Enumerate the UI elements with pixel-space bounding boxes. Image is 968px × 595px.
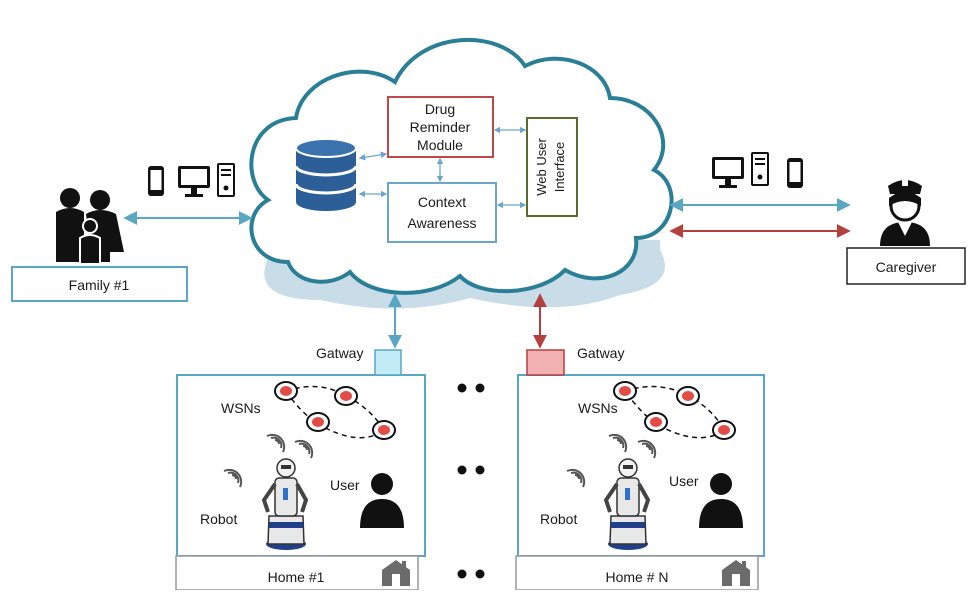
wsn-node <box>712 420 736 440</box>
home-n-footer <box>515 555 759 591</box>
computer-tower-icon <box>217 163 235 197</box>
wsn-node <box>372 420 396 440</box>
database-icon <box>294 138 358 211</box>
robot-label: Robot <box>200 511 237 527</box>
web-ui-line-2: Interface <box>552 142 567 193</box>
wsn-node <box>306 412 330 432</box>
gateway-1 <box>374 349 402 376</box>
home-n-title: Home # N <box>605 569 668 585</box>
drug-reminder-line-1: Drug <box>425 101 455 117</box>
drug-reminder-line-3: Module <box>417 137 463 153</box>
wsn-node <box>334 386 358 406</box>
user-label: User <box>669 473 699 489</box>
cloud <box>249 37 674 295</box>
gateway-n-label: Gatway <box>577 345 624 361</box>
wsns-label: WSNs <box>578 400 618 416</box>
caregiver-label-box: Caregiver <box>846 247 966 285</box>
context-awareness-module: Context Awareness <box>387 182 497 243</box>
phone-icon <box>148 166 164 196</box>
home-1: Gatway WSNs Robot User Home #1 <box>175 345 426 591</box>
wsn-node <box>613 381 637 401</box>
gateway-1-label: Gatway <box>316 345 363 361</box>
family-label: Family #1 <box>69 277 130 293</box>
wsn-node <box>644 412 668 432</box>
ellipsis-dots <box>457 383 485 579</box>
caregiver-label: Caregiver <box>876 259 937 275</box>
wsn-node <box>274 381 298 401</box>
home-1-title: Home #1 <box>268 569 325 585</box>
internal-links <box>358 126 527 209</box>
computer-tower-icon <box>751 152 769 186</box>
family-icon <box>56 188 124 265</box>
monitor-icon <box>712 157 744 188</box>
wsn-node <box>676 386 700 406</box>
monitor-icon <box>178 166 210 197</box>
drug-reminder-module: Drug Reminder Module <box>387 96 494 158</box>
wsns-label: WSNs <box>221 400 261 416</box>
context-awareness-line-2: Awareness <box>407 215 476 231</box>
web-user-interface-module: Web User Interface <box>526 117 578 217</box>
gateway-n <box>526 349 565 376</box>
nurse-icon <box>880 180 930 246</box>
home-n: Gatway WSNs Robot User Home # N <box>515 345 765 591</box>
drug-reminder-line-2: Reminder <box>410 119 471 135</box>
web-ui-line-1: Web User <box>534 138 549 196</box>
user-label: User <box>330 477 360 493</box>
family-label-box: Family #1 <box>11 266 188 302</box>
phone-icon <box>787 158 803 188</box>
robot-label: Robot <box>540 511 577 527</box>
context-awareness-line-1: Context <box>418 194 466 210</box>
home-1-footer <box>175 555 419 591</box>
